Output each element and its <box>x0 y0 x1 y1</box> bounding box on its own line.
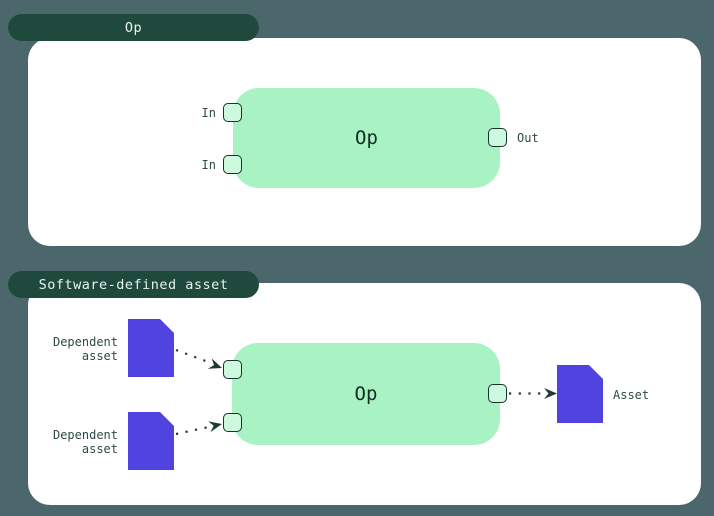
sda-section-panel: Dependent asset Dependent asset Op Asset <box>28 283 701 505</box>
sda-op-node-label: Op <box>354 383 378 405</box>
sda-input-port-1 <box>223 360 242 379</box>
dependency-arrowhead-1 <box>207 358 222 369</box>
op-node: Op <box>233 88 500 188</box>
dependent-asset-label-1: Dependent asset <box>52 335 118 363</box>
input-port-1 <box>223 103 242 122</box>
input-port-label-2: In <box>201 158 216 172</box>
dependent-asset-document-icon-1 <box>128 319 174 377</box>
dependent-asset-label-2: Dependent asset <box>52 428 118 456</box>
sda-section-tab-label: Software-defined asset <box>38 276 229 293</box>
sda-output-port <box>488 384 507 403</box>
dependency-arrow-line-2 <box>175 425 212 436</box>
output-arrowhead <box>544 388 557 399</box>
op-node-label: Op <box>355 127 378 149</box>
input-port-label-1: In <box>201 106 216 120</box>
op-section-tab: Op <box>8 14 259 41</box>
output-port-label: Out <box>517 131 539 145</box>
dependency-arrows <box>175 348 557 436</box>
dependency-arrowhead-2 <box>208 421 222 433</box>
asset-document-icon <box>557 365 603 423</box>
dependent-asset-document-icon-2 <box>128 412 174 470</box>
sda-section-tab: Software-defined asset <box>8 271 259 298</box>
dependency-arrow-line-1 <box>175 348 212 365</box>
input-port-2 <box>223 155 242 174</box>
output-port <box>488 128 507 147</box>
asset-label: Asset <box>613 388 650 402</box>
sda-op-node: Op <box>232 343 500 445</box>
sda-input-port-2 <box>223 413 242 432</box>
op-section-tab-label: Op <box>124 19 143 36</box>
op-section-panel: Op In In Out <box>28 38 701 246</box>
